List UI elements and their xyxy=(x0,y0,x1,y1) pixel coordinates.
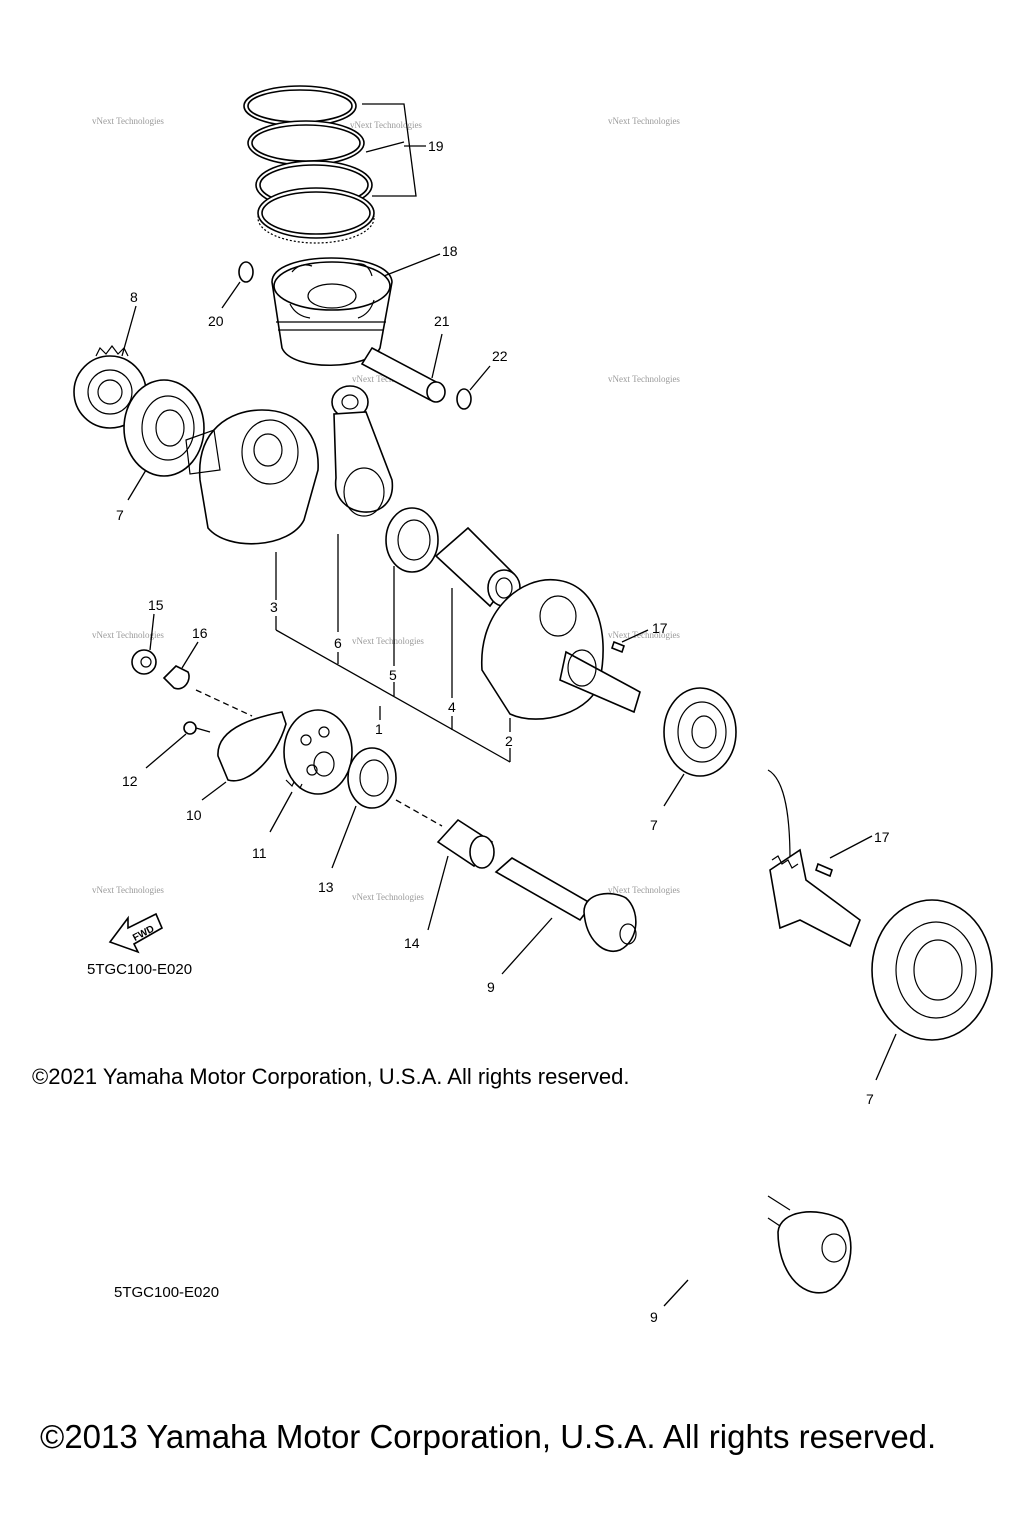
unused-7d xyxy=(1000,0,1001,1)
bearing-left xyxy=(123,379,205,477)
callout-17: 17 xyxy=(652,620,668,636)
callout-8: 8 xyxy=(130,289,138,305)
balancer-shaft xyxy=(494,857,637,952)
callout-2: 2 xyxy=(505,733,513,749)
lock-washer xyxy=(162,665,190,690)
copyright-2013: ©2013 Yamaha Motor Corporation, U.S.A. A… xyxy=(40,1418,937,1455)
watermark: vNext Technologies xyxy=(608,885,680,895)
copyright-2021: ©2021 Yamaha Motor Corporation, U.S.A. A… xyxy=(32,1064,630,1089)
balancer-bearing xyxy=(347,747,397,809)
callout-18: 18 xyxy=(442,243,458,259)
watermark: vNext Technologies xyxy=(352,636,424,646)
watermark: vNext Technologies xyxy=(92,885,164,895)
detail-inset-bearing xyxy=(871,899,993,1041)
callout-9: 9 xyxy=(487,979,495,995)
callout-9-detail: 9 xyxy=(650,1309,658,1325)
balancer-driven-gear xyxy=(283,709,353,795)
screw xyxy=(183,721,211,735)
piston-pin xyxy=(360,346,446,403)
forward-arrow-icon: FWD xyxy=(108,912,164,954)
callout-20: 20 xyxy=(208,313,224,329)
rod-big-end-bearing xyxy=(385,507,439,573)
callout-19: 19 xyxy=(428,138,444,154)
callout-1: 1 xyxy=(375,721,383,737)
watermark-group: vNext Technologies vNext Technologies vN… xyxy=(92,116,680,902)
callout-13: 13 xyxy=(318,879,334,895)
connecting-rod xyxy=(331,385,393,517)
callout-7-detail: 7 xyxy=(866,1091,874,1107)
callout-4: 4 xyxy=(448,699,456,715)
crank-pin xyxy=(434,526,521,608)
callout-7-right: 7 xyxy=(650,817,658,833)
nut xyxy=(131,649,157,675)
watermark: vNext Technologies xyxy=(608,630,680,640)
callout-14: 14 xyxy=(404,935,420,951)
detail-inset-crank xyxy=(767,769,861,948)
needle-bearing xyxy=(436,818,495,869)
watermark: vNext Technologies xyxy=(92,116,164,126)
callout-12: 12 xyxy=(122,773,138,789)
callout-10: 10 xyxy=(186,807,202,823)
callout-22: 22 xyxy=(492,348,508,364)
callout-5: 5 xyxy=(389,667,397,683)
crank-left-half xyxy=(185,409,319,545)
watermark: vNext Technologies xyxy=(350,120,422,130)
diagram-code-bottom: 5TGC100-E020 xyxy=(114,1284,220,1301)
detail-inset-shaft xyxy=(767,1195,852,1294)
callout-17-detail: 17 xyxy=(874,829,890,845)
watermark: vNext Technologies xyxy=(608,116,680,126)
bearing-right xyxy=(663,687,737,777)
diagram-code-top: 5TGC100-E020 xyxy=(87,961,193,978)
callout-11: 11 xyxy=(252,845,267,861)
crank-right-half xyxy=(481,578,641,720)
callout-21: 21 xyxy=(434,313,450,329)
assembly-bracket xyxy=(275,534,511,763)
piston-rings xyxy=(243,85,417,244)
watermark: vNext Technologies xyxy=(608,374,680,384)
callout-15: 15 xyxy=(148,597,164,613)
watermark: vNext Technologies xyxy=(352,374,424,384)
watermark: vNext Technologies xyxy=(352,892,424,902)
piston-pin-clip-left xyxy=(238,261,254,283)
watermark: vNext Technologies xyxy=(92,630,164,640)
balancer-weight-plate xyxy=(217,711,287,782)
callout-7-left: 7 xyxy=(116,507,124,523)
callout-3: 3 xyxy=(270,599,278,615)
callout-16: 16 xyxy=(192,625,208,641)
piston xyxy=(271,257,393,367)
woodruff-key xyxy=(611,640,625,654)
piston-pin-clip-right xyxy=(456,388,472,410)
callout-6: 6 xyxy=(334,635,342,651)
